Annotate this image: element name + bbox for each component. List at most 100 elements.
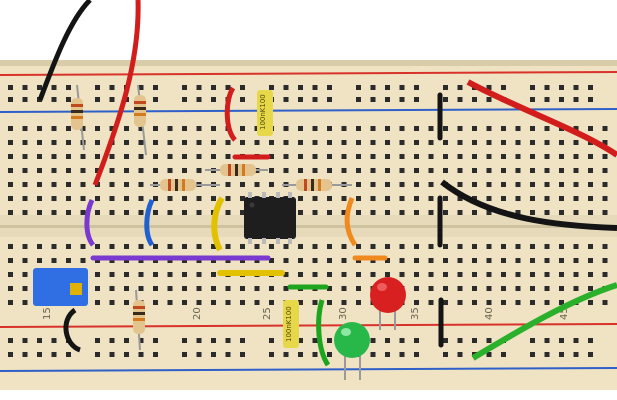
breadboard-hole bbox=[443, 272, 448, 277]
breadboard-hole bbox=[283, 168, 289, 173]
breadboard-hole bbox=[443, 140, 448, 145]
breadboard-hole bbox=[486, 210, 492, 215]
breadboard-hole bbox=[124, 338, 129, 343]
breadboard-hole bbox=[588, 300, 593, 305]
column-label: 40 bbox=[484, 307, 495, 320]
breadboard-hole bbox=[196, 244, 202, 249]
breadboard-hole bbox=[588, 210, 593, 215]
breadboard-hole bbox=[559, 352, 564, 357]
column-label: 30 bbox=[338, 307, 349, 320]
breadboard-hole bbox=[283, 258, 289, 263]
breadboard-hole bbox=[486, 154, 492, 159]
potentiometer bbox=[33, 268, 88, 306]
breadboard-hole bbox=[443, 85, 448, 90]
breadboard-hole bbox=[559, 140, 564, 145]
breadboard-hole bbox=[501, 168, 506, 173]
breadboard-hole bbox=[588, 352, 593, 357]
breadboard-hole bbox=[356, 210, 361, 215]
breadboard-hole bbox=[95, 97, 100, 102]
breadboard-hole bbox=[544, 196, 550, 201]
breadboard-hole bbox=[269, 154, 274, 159]
breadboard-hole bbox=[327, 154, 332, 159]
potentiometer-screw bbox=[70, 283, 82, 295]
breadboard-hole bbox=[530, 97, 535, 102]
breadboard-hole bbox=[37, 210, 42, 215]
breadboard-hole bbox=[254, 286, 260, 291]
breadboard-hole bbox=[559, 85, 564, 90]
breadboard-hole bbox=[51, 196, 57, 201]
breadboard-hole bbox=[486, 140, 492, 145]
capacitor-marking: 100nK100 bbox=[285, 306, 293, 342]
breadboard-hole bbox=[51, 85, 57, 90]
breadboard-hole bbox=[211, 85, 216, 90]
breadboard-hole bbox=[66, 140, 71, 145]
breadboard-hole bbox=[153, 168, 158, 173]
capacitor-top: 100nK100 bbox=[257, 90, 273, 136]
breadboard-hole bbox=[80, 182, 86, 187]
breadboard-hole bbox=[211, 300, 216, 305]
breadboard-hole bbox=[515, 258, 521, 263]
breadboard-hole bbox=[602, 154, 608, 159]
breadboard-hole bbox=[530, 352, 535, 357]
breadboard-hole bbox=[515, 244, 521, 249]
breadboard-hole bbox=[530, 272, 535, 277]
breadboard-hole bbox=[124, 352, 129, 357]
breadboard-hole bbox=[196, 140, 202, 145]
breadboard-hole bbox=[95, 272, 100, 277]
breadboard-hole bbox=[269, 168, 274, 173]
breadboard-hole bbox=[341, 244, 347, 249]
breadboard-hole bbox=[312, 300, 318, 305]
breadboard-hole bbox=[472, 338, 477, 343]
breadboard-hole bbox=[501, 196, 506, 201]
breadboard-hole bbox=[109, 352, 115, 357]
ic-body bbox=[244, 197, 296, 239]
breadboard-hole bbox=[312, 85, 318, 90]
breadboard-hole bbox=[95, 154, 100, 159]
breadboard-hole bbox=[399, 258, 405, 263]
breadboard-hole bbox=[124, 286, 129, 291]
breadboard-hole bbox=[22, 352, 28, 357]
breadboard-hole bbox=[588, 182, 593, 187]
breadboard-hole bbox=[544, 97, 550, 102]
breadboard-hole bbox=[269, 338, 274, 343]
breadboard-hole bbox=[341, 154, 347, 159]
breadboard-hole bbox=[443, 338, 448, 343]
breadboard-hole bbox=[443, 244, 448, 249]
breadboard-hole bbox=[356, 97, 361, 102]
breadboard-hole bbox=[341, 286, 347, 291]
red-led-body bbox=[370, 277, 406, 313]
breadboard-hole bbox=[588, 258, 593, 263]
breadboard-hole bbox=[573, 196, 579, 201]
breadboard-hole bbox=[124, 182, 129, 187]
breadboard-hole bbox=[283, 97, 289, 102]
breadboard-hole bbox=[515, 154, 521, 159]
breadboard-hole bbox=[225, 352, 231, 357]
breadboard-hole bbox=[153, 210, 158, 215]
breadboard-hole bbox=[51, 258, 57, 263]
resistor-body bbox=[134, 95, 146, 127]
breadboard-hole bbox=[385, 196, 390, 201]
breadboard-hole bbox=[530, 168, 535, 173]
resistor-left bbox=[71, 84, 85, 151]
breadboard-hole bbox=[573, 210, 579, 215]
breadboard-hole bbox=[22, 196, 28, 201]
breadboard-hole bbox=[486, 182, 492, 187]
breadboard-hole bbox=[138, 352, 144, 357]
breadboard-hole bbox=[225, 154, 231, 159]
breadboard-hole bbox=[80, 126, 86, 131]
breadboard-hole bbox=[37, 168, 42, 173]
breadboard-hole bbox=[544, 244, 550, 249]
breadboard-hole bbox=[8, 286, 13, 291]
breadboard-hole bbox=[327, 85, 332, 90]
breadboard-hole bbox=[327, 338, 332, 343]
breadboard-hole bbox=[182, 352, 187, 357]
breadboard-hole bbox=[414, 140, 419, 145]
breadboard-hole bbox=[167, 196, 173, 201]
breadboard-hole bbox=[153, 338, 158, 343]
breadboard-hole bbox=[298, 210, 303, 215]
breadboard-hole bbox=[211, 286, 216, 291]
breadboard-hole bbox=[428, 140, 434, 145]
breadboard-hole bbox=[225, 196, 231, 201]
breadboard-hole bbox=[109, 300, 115, 305]
breadboard-hole bbox=[109, 126, 115, 131]
